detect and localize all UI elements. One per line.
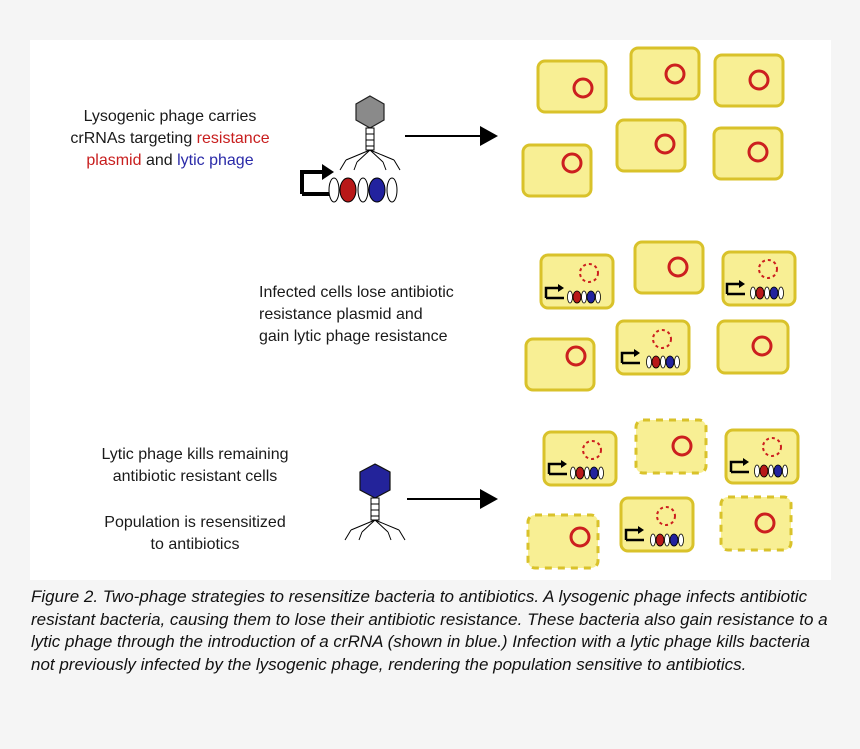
cell	[524, 337, 596, 392]
plasmid-circle-icon	[751, 335, 773, 357]
cell	[716, 319, 790, 375]
infected-cell	[542, 430, 618, 487]
lost-plasmid-icon	[656, 506, 676, 526]
row3-label: Lytic phage kills remaining antibiotic r…	[101, 446, 289, 485]
lysogenic-phage-icon	[339, 95, 401, 171]
row3-cells	[526, 418, 800, 570]
infected-cell	[539, 253, 615, 310]
lost-plasmid-icon	[758, 259, 778, 279]
cell	[629, 46, 701, 101]
lytic-phage-text: lytic phage	[177, 152, 254, 169]
plasmid-text: plasmid	[86, 152, 142, 169]
plasmid-circle-icon	[747, 141, 769, 163]
lost-plasmid-icon	[652, 329, 672, 349]
arrow-icon	[407, 489, 498, 509]
cell	[712, 126, 784, 181]
cell	[633, 240, 705, 295]
row3-result-label: Population is resensitized to antibiotic…	[104, 514, 286, 553]
arrow-icon	[405, 126, 498, 146]
infected-cell	[721, 250, 797, 307]
infected-cell	[724, 428, 800, 485]
plasmid-circle-icon	[561, 152, 583, 174]
crispr-array-icon	[328, 177, 398, 203]
lost-plasmid-icon	[579, 263, 599, 283]
lysed-cell	[526, 513, 600, 570]
infected-cell	[619, 496, 695, 553]
cell	[521, 143, 593, 198]
plasmid-circle-icon	[667, 256, 689, 278]
infected-cell	[615, 319, 691, 376]
cell	[615, 118, 687, 173]
lost-plasmid-icon	[582, 440, 602, 460]
plasmid-circle-icon	[569, 526, 591, 548]
row1-label: Lysogenic phage carries crRNAs targeting…	[70, 108, 270, 169]
lysed-cell	[634, 418, 708, 475]
lytic-phage-icon	[344, 463, 406, 541]
row2-label: Infected cells lose antibiotic resistanc…	[259, 284, 454, 345]
plasmid-circle-icon	[748, 69, 770, 91]
row2-cells	[524, 240, 797, 392]
lysed-cell	[719, 495, 793, 552]
cell	[713, 53, 785, 108]
plasmid-circle-icon	[572, 77, 594, 99]
plasmid-circle-icon	[654, 133, 676, 155]
plasmid-circle-icon	[565, 345, 587, 367]
figure-panel	[30, 40, 831, 580]
figure-caption: Figure 2. Two-phage strategies to resens…	[31, 587, 828, 674]
plasmid-circle-icon	[664, 63, 686, 85]
resistance-text: resistance	[196, 130, 270, 147]
plasmid-circle-icon	[671, 435, 693, 457]
plasmid-circle-icon	[754, 512, 776, 534]
cell	[536, 59, 608, 114]
row1-cells	[521, 46, 785, 198]
lost-plasmid-icon	[762, 437, 782, 457]
